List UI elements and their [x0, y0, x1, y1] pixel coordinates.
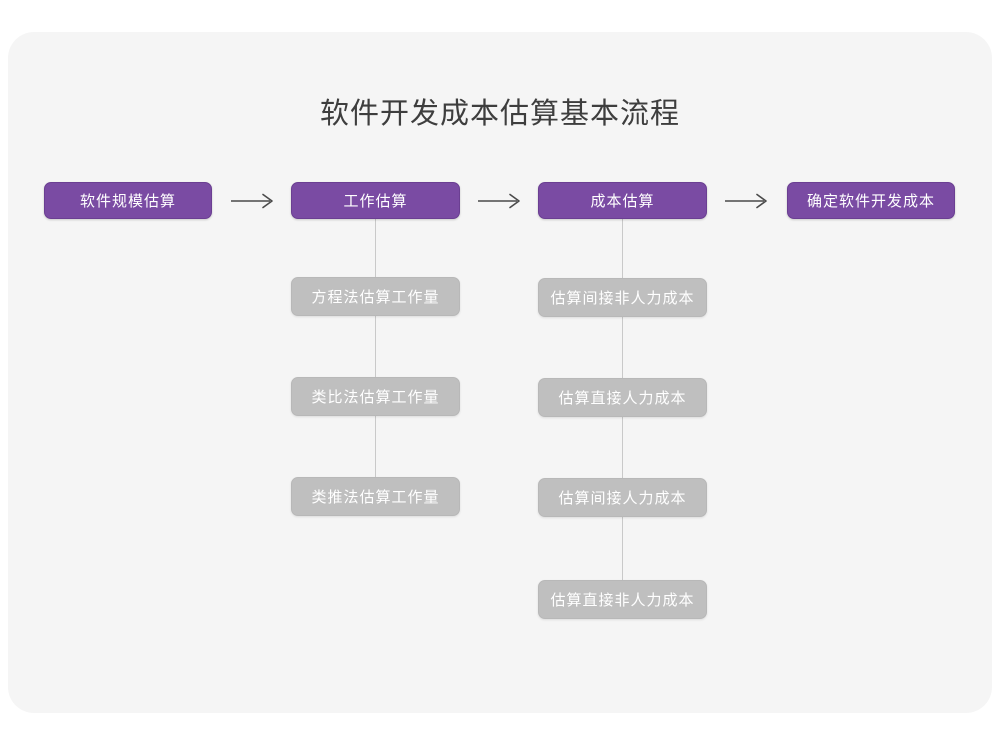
node-cost-substep-4[interactable]: 估算直接非人力成本: [538, 580, 707, 619]
node-effort-substep-3-label: 类推法估算工作量: [311, 489, 440, 506]
node-cost-substep-1[interactable]: 估算间接非人力成本: [538, 278, 707, 317]
node-cost-substep-1-label: 估算间接非人力成本: [550, 290, 695, 307]
node-cost-substep-2-label: 估算直接人力成本: [558, 390, 687, 407]
node-step-1-label: 软件规模估算: [79, 193, 176, 210]
node-cost-substep-3[interactable]: 估算间接人力成本: [538, 478, 707, 517]
connector-line-effort: [375, 218, 376, 500]
node-step-4-label: 确定软件开发成本: [806, 193, 935, 210]
node-step-2[interactable]: 工作估算: [291, 182, 460, 219]
diagram-canvas: [8, 32, 992, 713]
node-cost-substep-2[interactable]: 估算直接人力成本: [538, 378, 707, 417]
node-cost-substep-4-label: 估算直接非人力成本: [550, 592, 695, 609]
node-step-3-label: 成本估算: [590, 193, 655, 210]
node-effort-substep-2-label: 类比法估算工作量: [311, 389, 440, 406]
node-cost-substep-3-label: 估算间接人力成本: [558, 490, 687, 507]
arrow-right-icon-2: [475, 184, 527, 217]
node-effort-substep-1-label: 方程法估算工作量: [311, 289, 440, 306]
node-step-3[interactable]: 成本估算: [538, 182, 707, 219]
node-effort-substep-3[interactable]: 类推法估算工作量: [291, 477, 460, 516]
arrow-right-icon-1: [228, 184, 280, 217]
arrow-right-icon-3: [722, 184, 774, 217]
page-title: 软件开发成本估算基本流程: [319, 98, 680, 130]
node-step-2-label: 工作估算: [343, 193, 408, 210]
node-step-1[interactable]: 软件规模估算: [44, 182, 212, 219]
node-effort-substep-2[interactable]: 类比法估算工作量: [291, 377, 460, 416]
node-step-4[interactable]: 确定软件开发成本: [787, 182, 955, 219]
node-effort-substep-1[interactable]: 方程法估算工作量: [291, 277, 460, 316]
